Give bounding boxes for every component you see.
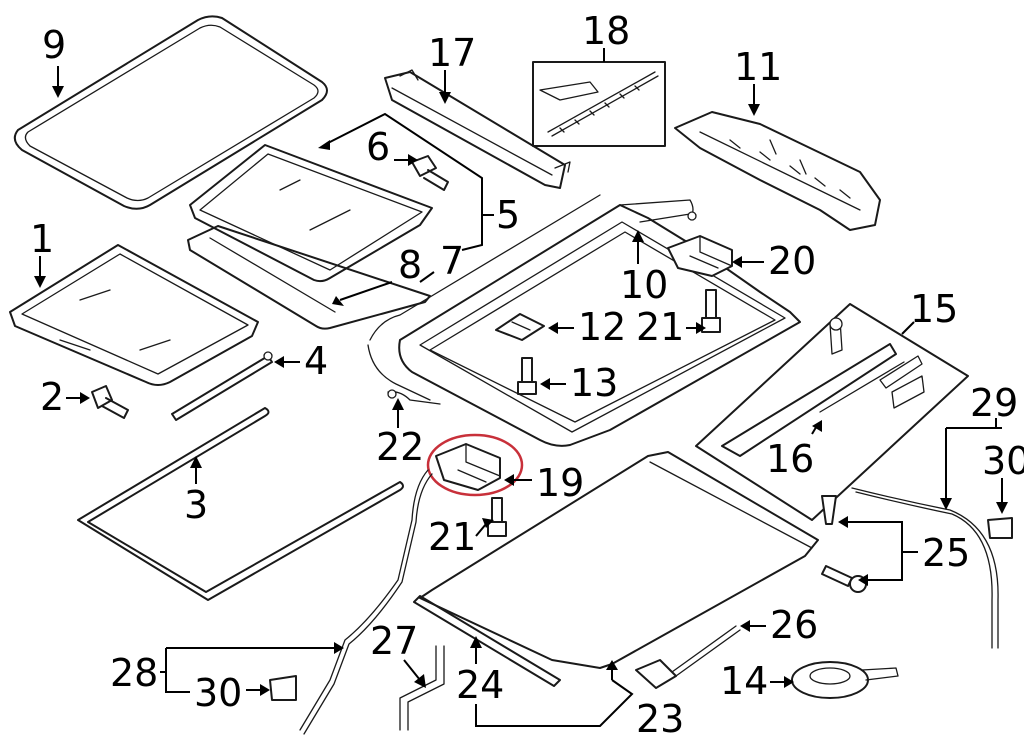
callout-17: 17 (428, 31, 476, 75)
callout-14: 14 (720, 659, 768, 703)
callout-21-lower: 21 (428, 515, 476, 559)
part-25-screws[interactable] (821, 495, 867, 593)
callout-29: 29 (970, 381, 1018, 425)
callout-5: 5 (496, 193, 520, 237)
callout-18: 18 (582, 9, 630, 53)
callout-30-left: 30 (194, 671, 242, 715)
part-14-roll[interactable] (791, 661, 899, 699)
part-26-cable[interactable] (635, 625, 741, 689)
part-11-bracket[interactable] (674, 111, 881, 231)
callout-labels: 9 17 18 11 6 5 1 8 7 20 10 4 12 21 15 2 … (30, 9, 1024, 741)
part-28-hose[interactable] (299, 469, 433, 735)
part-21-bolt-lower[interactable] (487, 497, 507, 537)
callout-4: 4 (304, 339, 328, 383)
callout-13: 13 (570, 361, 618, 405)
callout-26: 26 (770, 603, 818, 647)
part-7-seal[interactable] (187, 225, 431, 330)
part-4-strip[interactable] (171, 351, 273, 421)
callout-22: 22 (376, 425, 424, 469)
part-12-clip[interactable] (495, 313, 545, 341)
leader-lines (34, 48, 1008, 727)
callout-2: 2 (40, 375, 64, 419)
part-13-bolt[interactable] (517, 357, 537, 395)
part-19-motor[interactable] (426, 433, 524, 497)
callout-3: 3 (184, 483, 208, 527)
part-9-seal[interactable] (13, 15, 328, 210)
part-30-clip-left[interactable] (269, 675, 297, 701)
callout-10: 10 (620, 263, 668, 307)
callout-8: 8 (398, 243, 422, 287)
callout-19: 19 (536, 461, 584, 505)
part-3-seal[interactable] (77, 407, 404, 601)
callout-23: 23 (636, 697, 684, 741)
callout-7: 7 (440, 239, 464, 283)
callout-28: 28 (110, 651, 158, 695)
part-21-bolt-upper[interactable] (701, 289, 721, 333)
part-17-deflector[interactable] (384, 69, 571, 189)
callout-11: 11 (734, 45, 782, 89)
part-5-glass[interactable] (189, 144, 433, 283)
part-6-bolt[interactable] (411, 155, 449, 191)
part-27-hose[interactable] (399, 645, 445, 731)
part-18-box[interactable] (532, 61, 666, 147)
callout-21-upper: 21 (636, 305, 684, 349)
callout-30-right: 30 (982, 439, 1024, 483)
part-23-sunshade[interactable] (419, 451, 819, 669)
callout-15: 15 (910, 287, 958, 331)
part-29-hose[interactable] (851, 487, 999, 649)
callout-12: 12 (578, 305, 626, 349)
callout-25: 25 (922, 531, 970, 575)
part-15-box[interactable] (695, 303, 969, 521)
callout-27: 27 (370, 619, 418, 663)
part-30-clip-right[interactable] (987, 517, 1013, 539)
part-1-glass[interactable] (9, 244, 259, 386)
part-2-bolt[interactable] (91, 385, 129, 419)
callout-20: 20 (768, 239, 816, 283)
part-10-frame[interactable] (367, 194, 801, 447)
callout-24: 24 (456, 663, 504, 707)
callout-9: 9 (42, 23, 66, 67)
part-24-trim[interactable] (413, 595, 561, 687)
highlight-circle (426, 433, 524, 497)
part-20-motor[interactable] (667, 235, 733, 277)
callout-1: 1 (30, 217, 54, 261)
callout-16: 16 (766, 437, 814, 481)
part-22-connector[interactable] (387, 389, 441, 405)
callout-6: 6 (366, 125, 390, 169)
